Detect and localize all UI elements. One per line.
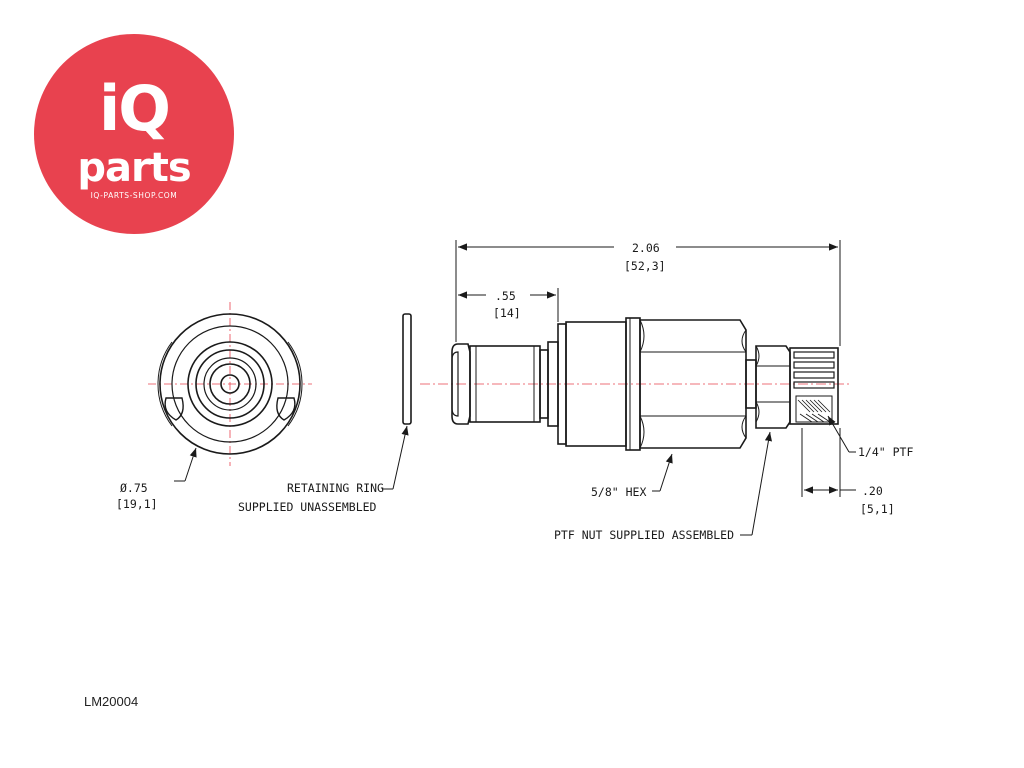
thread-length-mm: [5,1] xyxy=(860,502,895,516)
part-number: LM20004 xyxy=(84,694,139,709)
logo-brand-top: iQ xyxy=(99,72,171,145)
thread-length-dimension xyxy=(801,428,856,497)
ring-leader xyxy=(382,425,409,490)
thread-label: 1/4" PTF xyxy=(858,445,913,459)
thread-leader xyxy=(827,415,856,453)
retaining-ring xyxy=(402,313,412,425)
ring-label-line2: SUPPLIED UNASSEMBLED xyxy=(238,500,377,514)
side-view xyxy=(420,317,850,451)
diameter-mm: [19,1] xyxy=(116,497,158,511)
ring-label-line1: RETAINING RING xyxy=(287,481,384,495)
nose-length-mm: [14] xyxy=(493,306,521,320)
diameter-leader xyxy=(174,447,197,482)
nut-leader xyxy=(740,431,772,536)
iq-parts-logo: iQ parts IQ-PARTS-SHOP.COM xyxy=(34,34,234,234)
diameter-inch: Ø.75 xyxy=(120,481,148,495)
overall-length-dimension xyxy=(455,240,841,346)
hex-leader xyxy=(652,453,673,492)
overall-length-inch: 2.06 xyxy=(632,241,660,255)
nut-label: PTF NUT SUPPLIED ASSEMBLED xyxy=(554,528,734,542)
overall-length-mm: [52,3] xyxy=(624,259,666,273)
nose-length-inch: .55 xyxy=(495,289,516,303)
logo-brand-bottom: parts xyxy=(77,145,191,191)
hex-label: 5/8" HEX xyxy=(591,485,646,499)
end-view xyxy=(148,302,312,466)
nose-length-dimension xyxy=(458,288,559,322)
logo-url: IQ-PARTS-SHOP.COM xyxy=(90,191,178,200)
thread-length-inch: .20 xyxy=(862,484,883,498)
